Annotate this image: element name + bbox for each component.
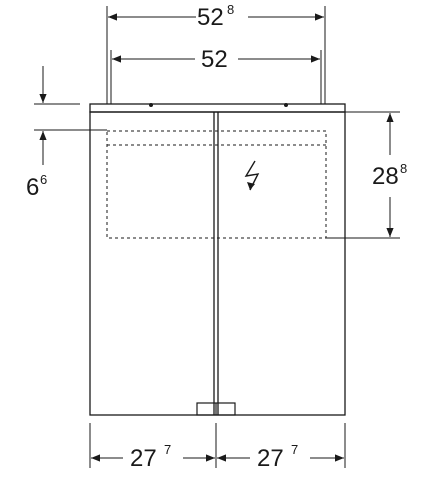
label-overall-width-sup: 8 (227, 2, 234, 17)
dimension-compartment-height (326, 111, 400, 239)
compartment-outline (106, 130, 327, 239)
label-top-offset: 6 (26, 174, 39, 201)
dimension-door-widths (89, 423, 346, 468)
hinge-right (284, 103, 288, 107)
label-left-door-width-sup: 7 (164, 442, 171, 457)
cabinet-top-cap (89, 103, 346, 113)
label-right-door-width-sup: 7 (291, 442, 298, 457)
internal-compartment (106, 130, 327, 239)
label-top-offset-sup: 6 (40, 172, 47, 187)
cabinet-body (89, 103, 346, 416)
top-hinges (149, 103, 288, 107)
label-compartment-height-sup: 8 (400, 161, 407, 176)
label-overall-width: 52 (197, 4, 224, 31)
dimension-inner-width (110, 50, 322, 104)
label-left-door-width: 27 (130, 445, 157, 472)
dimension-overall-width (106, 6, 326, 104)
label-compartment-height: 28 (372, 163, 399, 190)
label-right-door-width: 27 (257, 445, 284, 472)
dimension-top-offset (34, 66, 107, 165)
lightning-bolt-icon (244, 160, 260, 191)
hinge-left (149, 103, 153, 107)
label-inner-width: 52 (201, 46, 228, 73)
